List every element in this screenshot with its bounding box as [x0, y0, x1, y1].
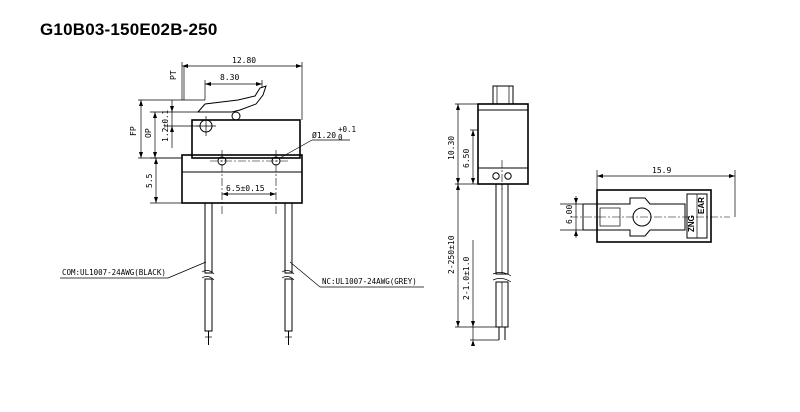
dim-overall-length: 12.80 [232, 56, 256, 65]
dim-wire-length: 2-250±10 [447, 235, 456, 274]
dim-side-body: 6.50 [462, 149, 471, 168]
dim-op-value: 1.2 [161, 127, 170, 142]
dim-hole-dia: Ø1.20 [312, 130, 336, 140]
switch-base [181, 154, 303, 204]
dim-op-tol: ±0.1 [161, 110, 170, 128]
dim-base-height: 5.5 [145, 173, 154, 188]
side-view: 10.30 6.50 2-250±10 2-1.0±1.0 [447, 85, 529, 346]
dim-hole-spacing: 6.5±0.15 [226, 184, 265, 193]
switch-body-upper [191, 119, 301, 159]
logo-text-right: EAR [697, 197, 706, 214]
side-body [477, 103, 529, 185]
label-nc-wire: NC:UL1007-24AWG(GREY) [322, 277, 417, 286]
actuator-lever [196, 85, 267, 113]
dim-top-length: 15.9 [652, 166, 671, 175]
dim-pt: PT [169, 70, 178, 80]
wire-com-lower [204, 278, 213, 332]
side-plunger [492, 85, 514, 105]
dim-top-width: 6.00 [565, 205, 574, 224]
dim-hole-tol-upper: +0.1 [338, 125, 356, 134]
top-body [596, 189, 712, 243]
wire-com-upper [204, 202, 213, 274]
dim-side-height: 10.30 [447, 136, 456, 160]
dim-hole-tol-lower: 0 [338, 133, 343, 142]
drawing-title: G10B03-150E02B-250 [40, 20, 218, 39]
dim-lever-length: 8.30 [220, 73, 239, 82]
front-view: 12.80 8.30 PT FP OP 1.2 ±0.1 5.5 [60, 56, 424, 345]
dim-op: OP [144, 128, 153, 138]
wire-nc-upper [284, 202, 293, 274]
wire-nc-lower [284, 278, 293, 332]
top-view: ZNG EAR 15.9 6.00 [560, 166, 736, 243]
dim-fp: FP [129, 126, 138, 136]
lever-roller [231, 111, 241, 121]
logo-text-left: ZNG [687, 215, 696, 232]
label-com-wire: COM:UL1007-24AWG(BLACK) [62, 268, 166, 277]
dim-strip-length: 2-1.0±1.0 [462, 256, 471, 300]
